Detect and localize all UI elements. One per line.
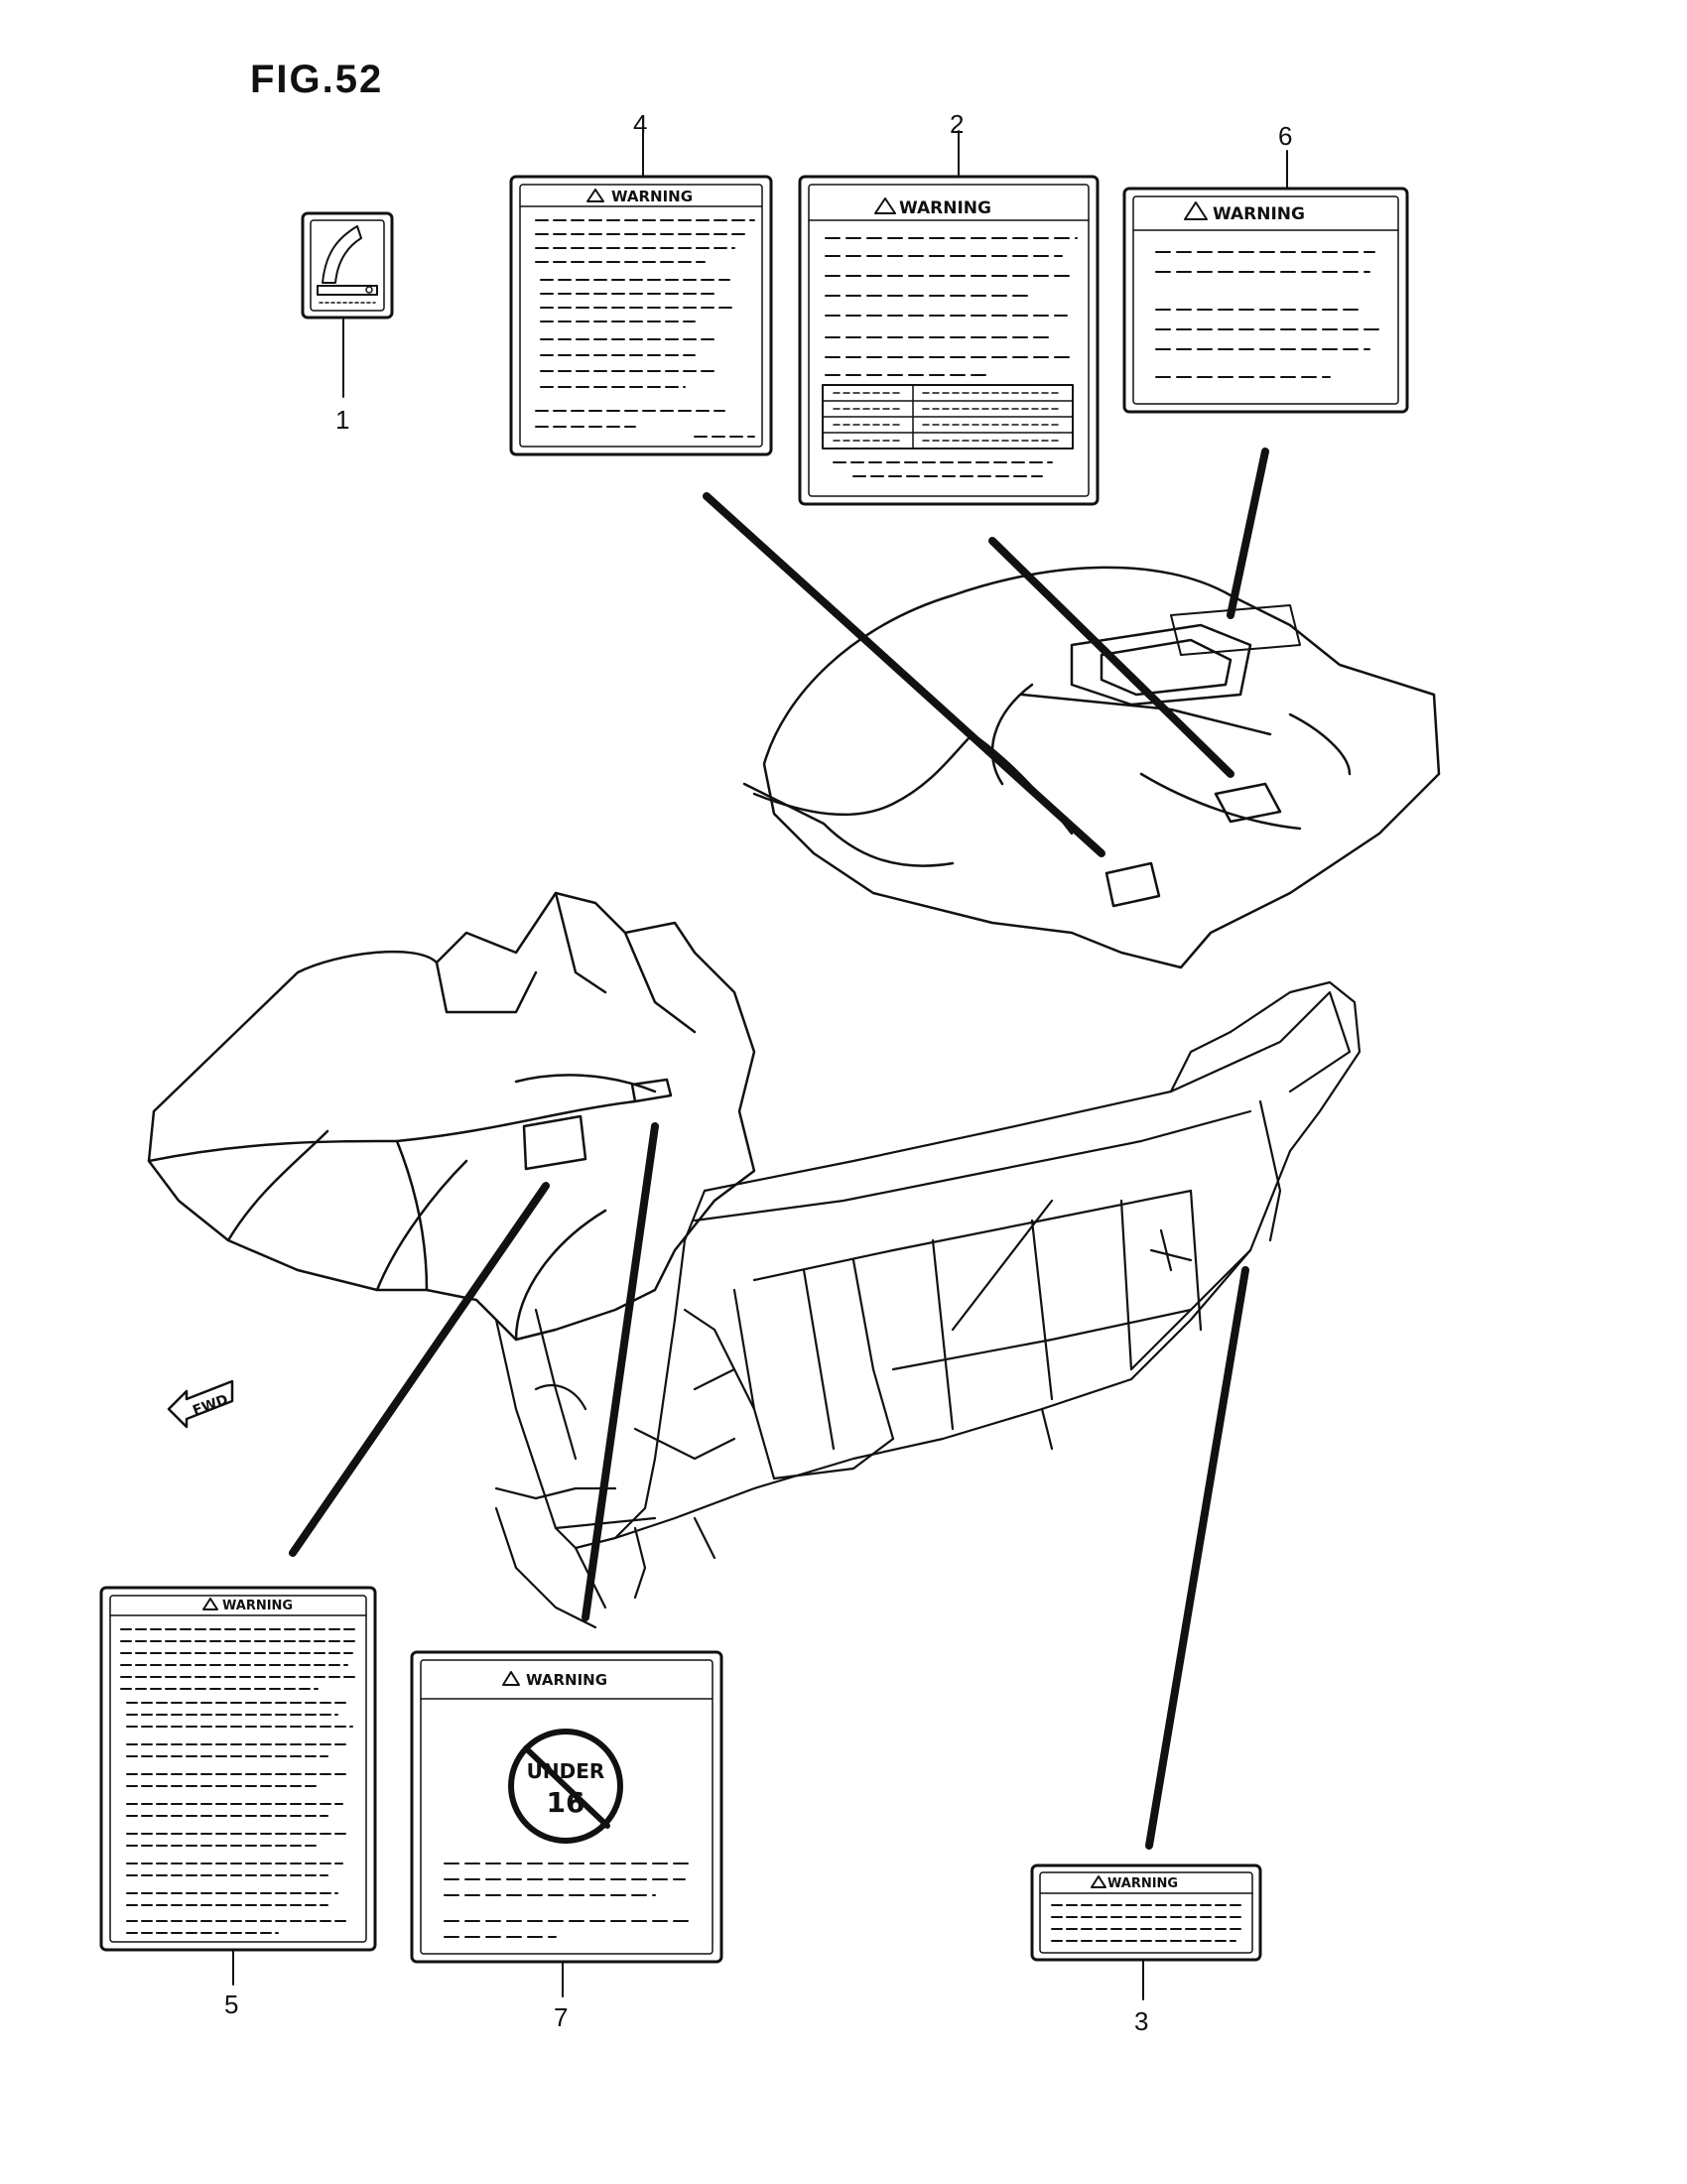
fwd-arrow-icon bbox=[167, 1379, 234, 1429]
label-4-header: WARNING bbox=[611, 188, 693, 205]
ref-number-2: 2 bbox=[950, 109, 965, 139]
label-5-header: WARNING bbox=[222, 1599, 293, 1613]
leader-lines bbox=[289, 448, 1269, 1850]
label-7-header: WARNING bbox=[526, 1671, 607, 1689]
under-16-prohibition-icon bbox=[508, 1729, 623, 1844]
label-2-warning bbox=[798, 130, 1100, 506]
frame-illustration bbox=[494, 980, 1362, 1629]
label-7-warning bbox=[410, 1650, 723, 1997]
ref-number-3: 3 bbox=[1134, 2006, 1149, 2036]
label-3-header: WARNING bbox=[1107, 1876, 1178, 1891]
label-7-badge-bottom: 16 bbox=[547, 1786, 585, 1819]
ref-number-7: 7 bbox=[554, 2002, 569, 2032]
label-7-badge-top: UNDER bbox=[527, 1759, 605, 1783]
rear-fender-illustration bbox=[742, 566, 1441, 969]
shift-lever-icon bbox=[317, 225, 378, 296]
label-5-warning bbox=[99, 1586, 377, 1986]
label-6-warning bbox=[1122, 150, 1409, 414]
label-6-header: WARNING bbox=[1213, 204, 1305, 224]
label-2-header: WARNING bbox=[899, 198, 991, 218]
figure-title: FIG.52 bbox=[250, 58, 384, 101]
label-3-warning bbox=[1030, 1863, 1262, 2000]
label-4-warning bbox=[509, 130, 773, 456]
label-1-shift-pattern bbox=[301, 211, 394, 398]
front-fender-illustration bbox=[147, 891, 756, 1342]
ref-number-6: 6 bbox=[1278, 121, 1293, 151]
ref-number-5: 5 bbox=[224, 1990, 239, 2019]
warning-triangle-icon bbox=[202, 189, 1208, 1888]
ref-number-1: 1 bbox=[335, 405, 350, 435]
ref-number-4: 4 bbox=[633, 109, 648, 139]
